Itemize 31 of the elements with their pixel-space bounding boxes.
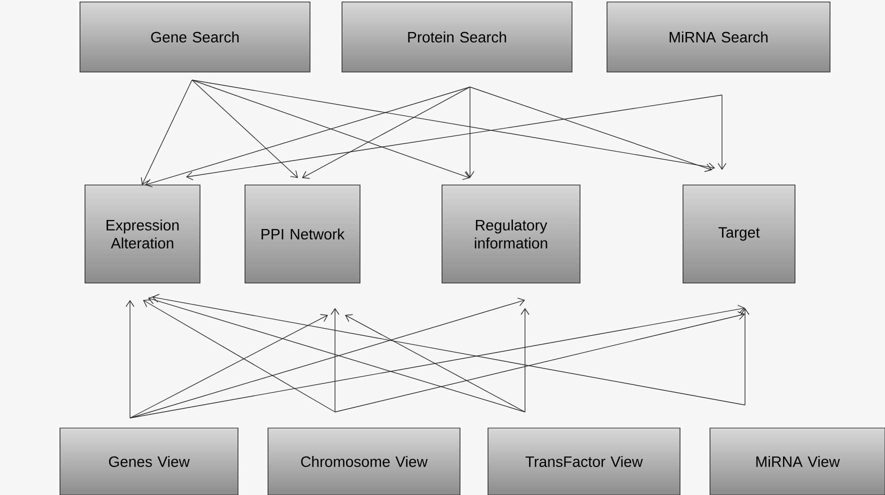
arrow (130, 304, 746, 418)
arrow (192, 80, 716, 172)
arrow (145, 86, 470, 188)
process-box: Genes View (60, 428, 238, 495)
arrow (143, 300, 336, 412)
arrow (130, 314, 328, 418)
arrow (334, 311, 745, 412)
arrow (152, 294, 746, 406)
arrow (192, 80, 298, 178)
arrow (140, 80, 192, 185)
arrow (302, 86, 470, 179)
process-box: Gene Search (80, 2, 310, 72)
arrow (740, 308, 750, 406)
arrow (718, 94, 726, 170)
process-box: MiRNA View (710, 428, 885, 495)
arrow (470, 86, 712, 172)
process-box: Target (682, 184, 796, 284)
process-box: Regulatory information (442, 184, 580, 284)
process-box: Expression Alteration (84, 184, 200, 284)
process-box: Protein Search (342, 2, 572, 72)
arrow (466, 86, 474, 178)
arrow (520, 308, 530, 412)
arrow (345, 314, 526, 412)
process-box: MiRNA Search (606, 2, 830, 72)
arrow (186, 94, 722, 180)
process-box: Chromosome View (268, 428, 460, 495)
process-box: TransFactor View (488, 428, 680, 495)
arrow (126, 300, 134, 418)
arrow (330, 308, 340, 412)
arrow (192, 80, 470, 180)
process-box: PPI Network (244, 184, 360, 284)
